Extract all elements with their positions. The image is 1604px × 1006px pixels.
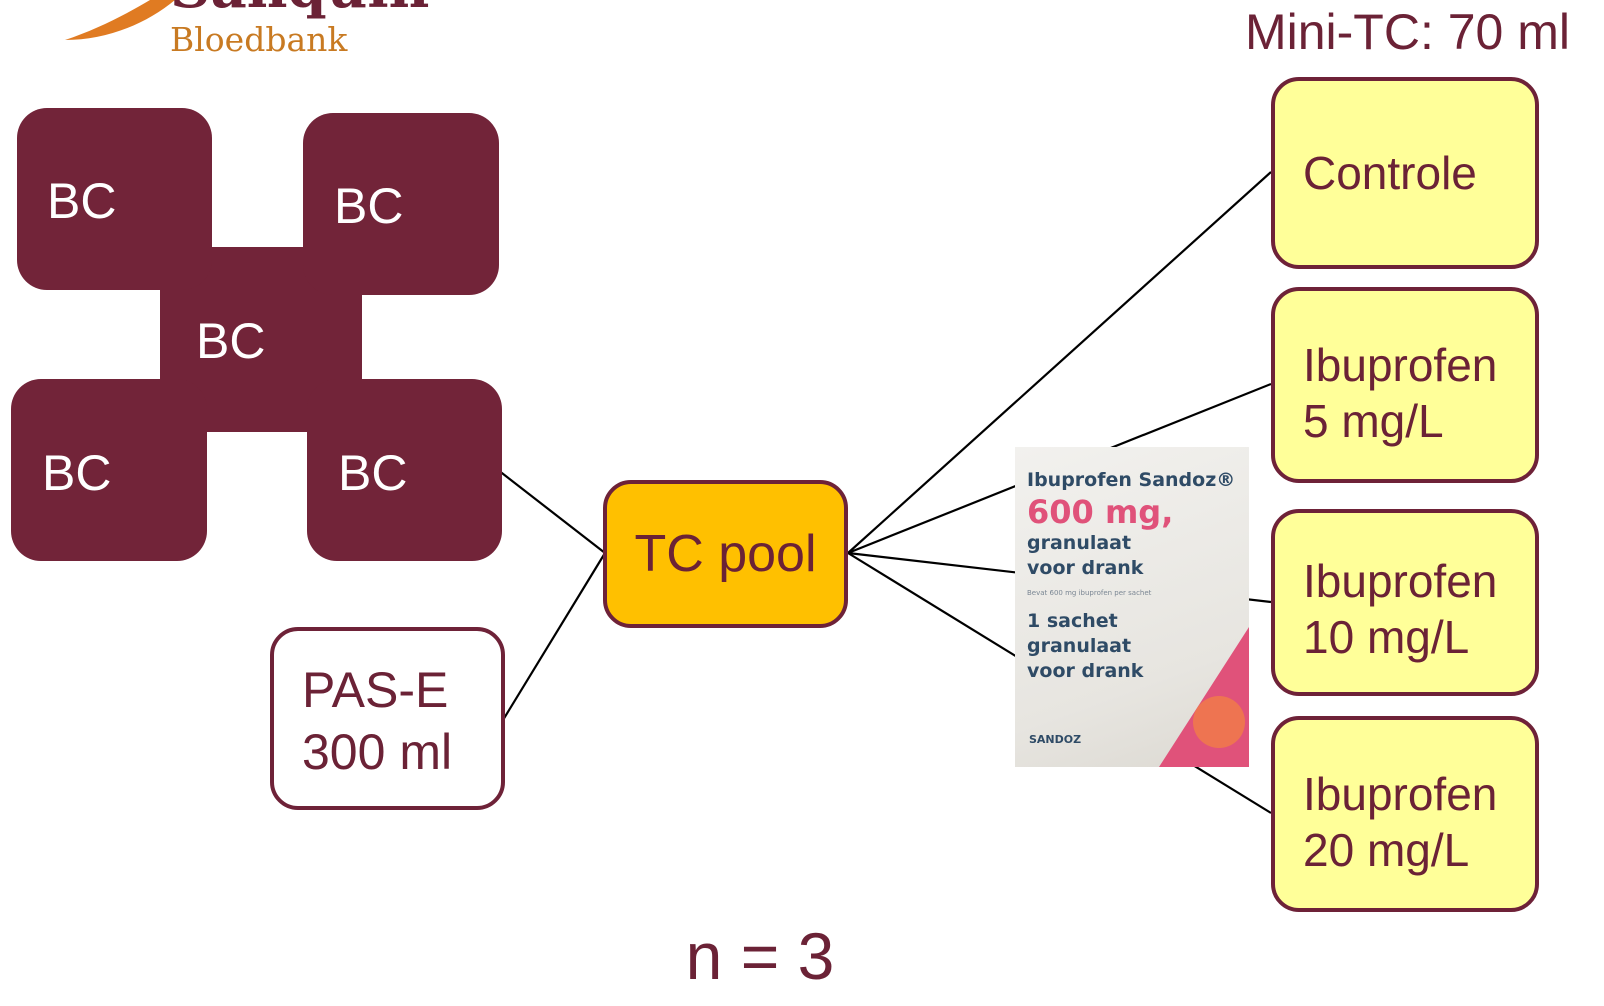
condition-label: Ibuprofen [1303,339,1498,391]
sachet-brand: Ibuprofen Sandoz® [1027,469,1236,491]
condition-ibuprofen-20: Ibuprofen 20 mg/L [1271,716,1539,912]
pas-e-box: PAS-E 300 ml [270,627,505,810]
condition-dose: 10 mg/L [1303,611,1470,663]
logo-name: Sanquin [170,0,429,21]
sanquin-logo: Sanquin Bloedbank [0,0,429,70]
bc-label: BC [42,445,112,501]
sample-size-label: n = 3 [685,919,835,993]
sachet-form: voor drank [1027,557,1144,579]
sachet-small-print: Bevat 600 mg ibuprofen per sachet [1027,589,1152,597]
bc-bottom-right [307,379,502,561]
condition-label: Controle [1303,147,1477,199]
condition-dose: 20 mg/L [1303,824,1470,876]
sachet-count: granulaat [1027,635,1132,657]
logo-subtitle: Bloedbank [170,20,348,59]
sachet-count: voor drank [1027,660,1144,682]
condition-label: Ibuprofen [1303,555,1498,607]
line-pas-to-pool [502,552,606,721]
mini-tc-volume-label: Mini-TC: 70 ml [1244,4,1570,60]
bc-top-left [17,108,212,290]
condition-dose: 5 mg/L [1303,395,1444,447]
tc-pool-box: TC pool [603,480,848,628]
ibuprofen-sachet-image: Ibuprofen Sandoz® 600 mg, granulaat voor… [1015,447,1249,767]
bc-label: BC [196,313,266,369]
sachet-dose: 600 mg, [1027,493,1174,531]
condition-label: Ibuprofen [1303,768,1498,820]
condition-ibuprofen-5: Ibuprofen 5 mg/L [1271,287,1539,483]
line-pool-to-controle [847,171,1272,554]
pas-name: PAS-E [302,662,449,718]
condition-controle: Controle [1271,77,1539,269]
bc-label: BC [47,173,117,229]
bc-label: BC [338,445,408,501]
bc-bottom-left [11,379,207,561]
condition-ibuprofen-10: Ibuprofen 10 mg/L [1271,509,1539,696]
sachet-maker: SANDOZ [1029,733,1082,746]
line-bc-to-pool [497,469,606,554]
logo-flame-icon [65,0,175,40]
sachet-count: 1 sachet [1027,610,1118,632]
bc-label: BC [334,178,404,234]
sachet-graphic-icon [1159,627,1249,767]
bc-top-right [303,113,499,295]
pas-volume: 300 ml [302,724,453,780]
sachet-form: granulaat [1027,532,1132,554]
